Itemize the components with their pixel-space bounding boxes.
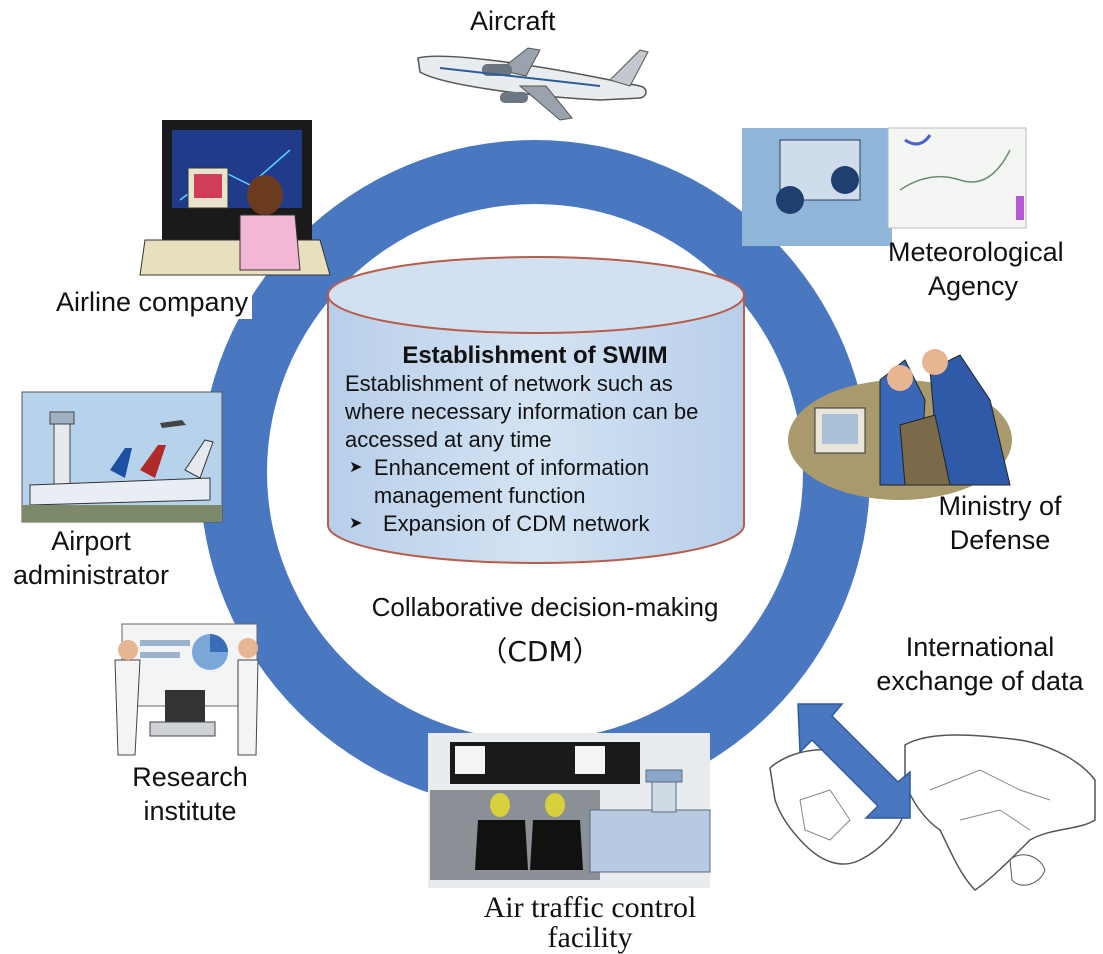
bullet-arrow-icon: ➤ [349,459,363,476]
ministry-of-defense-illustration [788,349,1012,500]
international-exchange-label-line1: International [905,632,1055,662]
ministry-of-defense-label-line1: Ministry of [938,491,1062,521]
research-institute-label: Research institute [110,760,270,828]
international-exchange-arrow [797,703,911,819]
swim-bullet-2: ➤ Expansion of CDM network [345,510,735,538]
research-institute-illustration [114,623,259,756]
international-exchange-label: International exchange of data [870,630,1090,698]
bullet-arrow-icon: ➤ [349,515,363,532]
atc-facility-label-line1: Air traffic control [483,891,697,924]
swim-bullet-1: ➤ Enhancement of information management … [345,454,735,510]
swim-description: Establishment of network such as where n… [345,371,699,452]
atc-facility-label-line2: facility [547,921,633,954]
atc-facility-label: Air traffic control facility [455,893,725,953]
ministry-of-defense-label-line2: Defense [949,525,1051,555]
cdm-label: Collaborative decision-making [371,592,719,622]
aircraft-label: Aircraft [470,6,556,36]
aircraft-icon [417,47,649,121]
swim-database-cylinder [327,256,745,564]
swim-bullet-2-text: Expansion of CDM network [383,511,650,536]
meteorological-agency-label-line1: Meteorological [888,237,1064,267]
world-map-illustration [769,734,1096,891]
airport-administrator-label-line2: administrator [12,560,170,590]
airport-administrator-label-line1: Airport [51,526,131,556]
swim-description-block: Establishment of SWIM Establishment of n… [345,342,735,538]
airline-company-label: Airline company [52,285,253,319]
airport-administrator-illustration [21,391,223,523]
ministry-of-defense-label: Ministry of Defense [925,489,1075,557]
swim-title: Establishment of SWIM [402,342,668,369]
research-institute-label-line1: Research [132,762,248,792]
swim-bullet-1-text: Enhancement of information management fu… [373,455,650,508]
atc-facility-illustration [428,733,711,888]
meteorological-agency-illustration [742,127,1027,246]
international-exchange-label-line2: exchange of data [876,666,1084,696]
meteorological-agency-label-line2: Agency [927,271,1019,301]
airport-administrator-label: Airport administrator [6,524,176,592]
meteorological-agency-label: Meteorological Agency [888,235,1064,303]
research-institute-label-line2: institute [143,796,237,826]
cdm-abbreviation: （CDM） [479,635,601,668]
airline-company-illustration [139,120,331,276]
